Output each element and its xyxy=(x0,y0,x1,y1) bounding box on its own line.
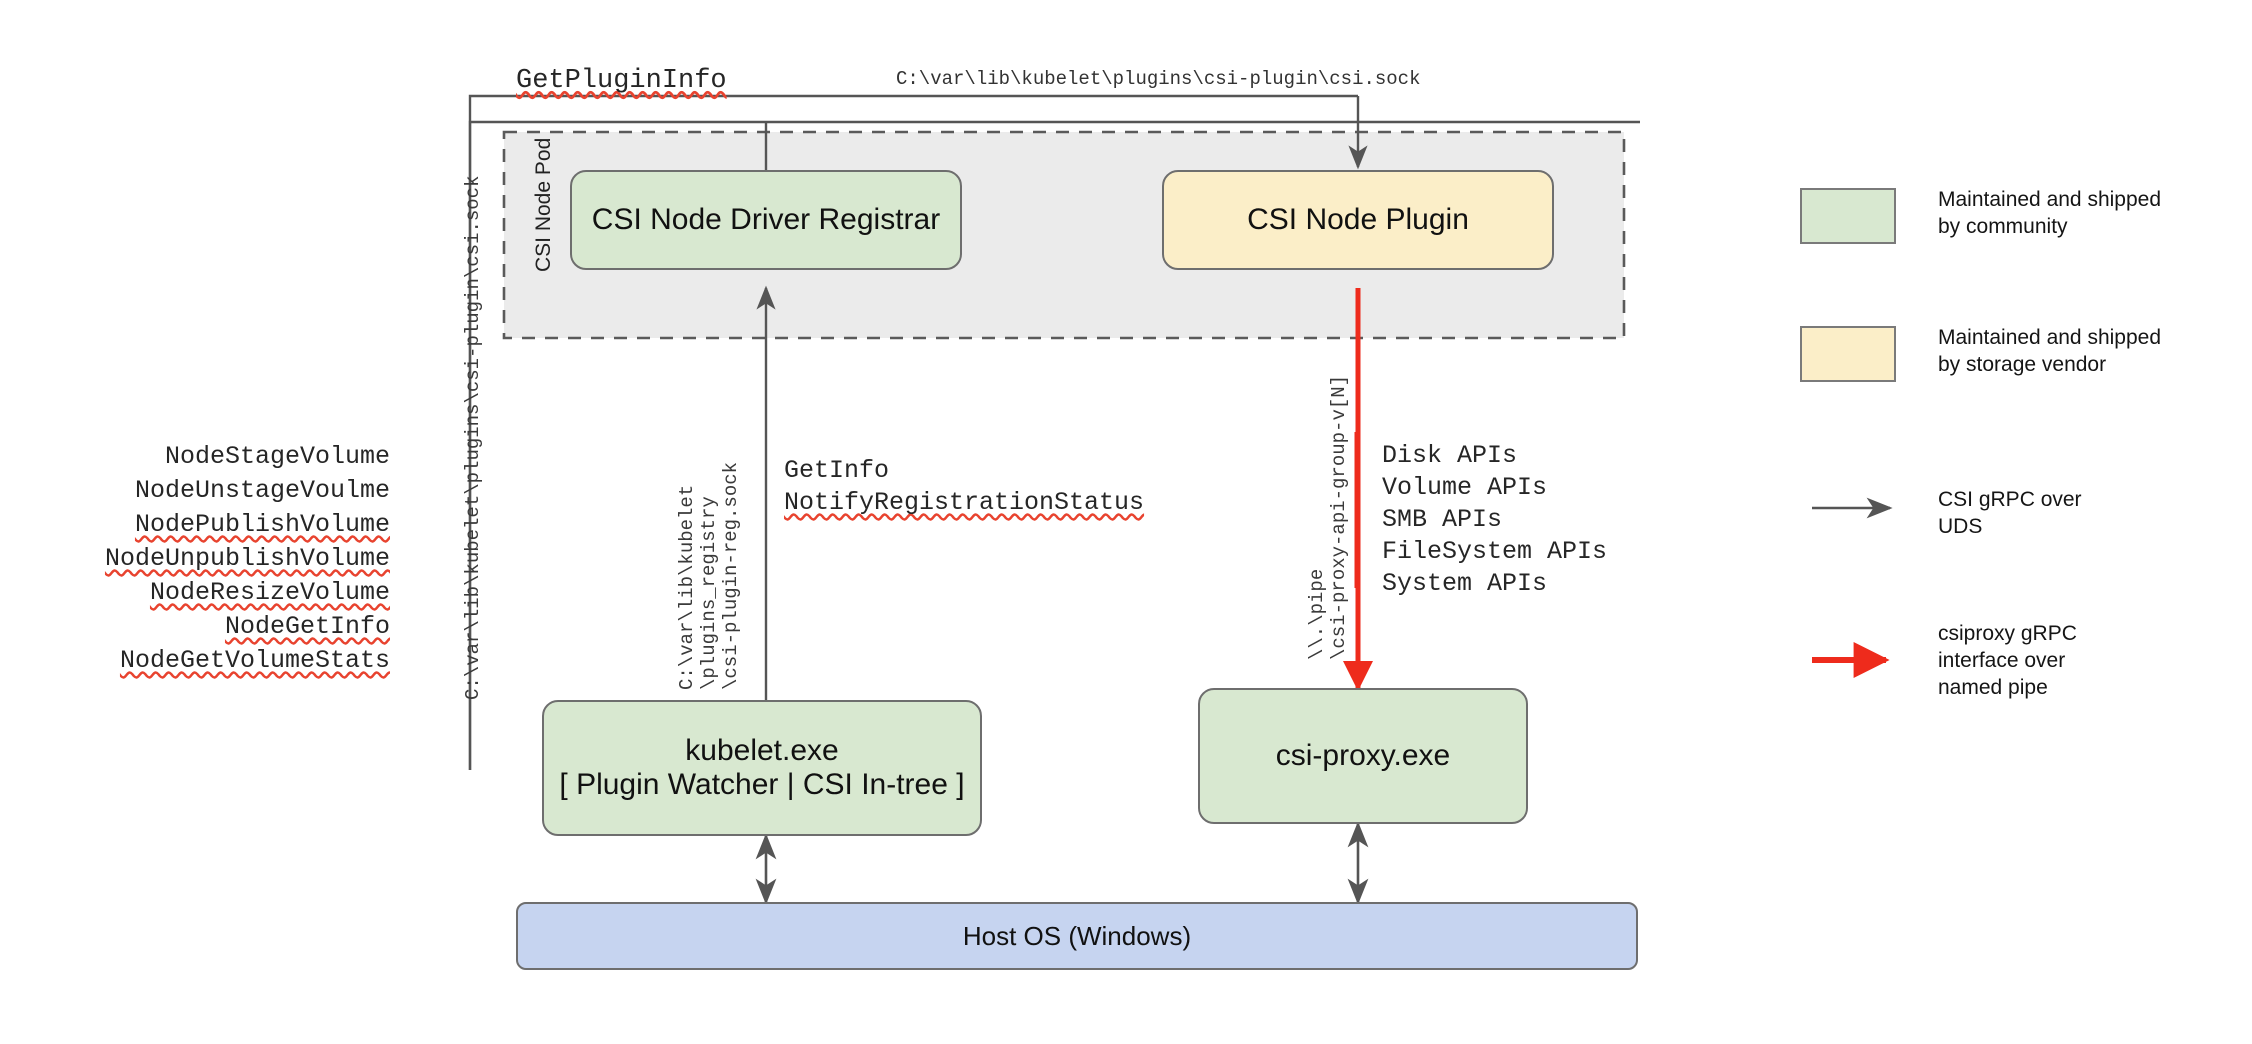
legend-line: CSI gRPC over xyxy=(1938,488,2082,511)
csi-node-service-call: NodeResizeVolume xyxy=(149,578,390,607)
pipe-path-line: \\.\pipe xyxy=(1306,568,1328,660)
legend-line: by community xyxy=(1938,215,2068,238)
node-label: Host OS (Windows) xyxy=(962,920,1192,951)
legend-line: csiproxy gRPC xyxy=(1938,622,2077,645)
legend-line: UDS xyxy=(1938,515,1983,538)
legend-line: Maintained and shipped xyxy=(1938,326,2162,349)
label-getplugininfo: GetPluginInfo xyxy=(516,66,727,96)
csi-node-service-call: NodeGetVolumeStats xyxy=(119,646,390,675)
proxy-api-group: Disk APIs xyxy=(1382,441,1518,470)
node-host-os[interactable]: Host OS (Windows) xyxy=(516,902,1638,970)
proxy-api-group: SMB APIs xyxy=(1382,505,1503,534)
node-kubelet-exe[interactable]: kubelet.exe [ Plugin Watcher | CSI In-tr… xyxy=(542,700,982,836)
legend-swatch-vendor xyxy=(1800,326,1896,382)
edge-getplugininfo xyxy=(468,94,1368,770)
node-label: CSI Node Plugin xyxy=(1247,203,1469,236)
node-csi-node-driver-registrar[interactable]: CSI Node Driver Registrar xyxy=(570,170,962,270)
label-csi-sock-path-top: C:\var\lib\kubelet\plugins\csi-plugin\cs… xyxy=(896,68,1421,90)
csi-node-service-call: NodeUnstageVoulme xyxy=(134,476,390,505)
legend-label-csiproxy-namedpipe: csiproxy gRPC interface over named pipe xyxy=(1938,620,2198,701)
csi-node-service-call: NodeUnpublishVolume xyxy=(104,544,390,573)
proxy-api-group: Volume APIs xyxy=(1382,473,1548,502)
registration-call: NotifyRegistrationStatus xyxy=(784,488,1145,517)
kubelet-title: kubelet.exe xyxy=(685,734,839,767)
legend-label-community: Maintained and shipped by community xyxy=(1938,186,2198,240)
legend-line: named pipe xyxy=(1938,676,2048,699)
registry-path-line: \plugins_registry xyxy=(698,496,720,690)
registry-path-line: C:\var\lib\kubelet xyxy=(676,484,698,690)
legend-label-vendor: Maintained and shipped by storage vendor xyxy=(1938,324,2198,378)
legend-line: by storage vendor xyxy=(1938,353,2107,376)
kubelet-subtitle: [ Plugin Watcher | CSI In-tree ] xyxy=(559,768,965,801)
pipe-path-line: \csi-proxy-api-group-v[N] xyxy=(1328,374,1350,660)
csi-node-service-call: NodeStageVolume xyxy=(164,442,390,471)
legend-label-csi-grpc-uds: CSI gRPC over UDS xyxy=(1938,486,2198,540)
node-csi-proxy-exe[interactable]: csi-proxy.exe xyxy=(1198,688,1528,824)
proxy-api-group: System APIs xyxy=(1382,569,1548,598)
registry-path-line: \csi-plugin-reg.sock xyxy=(720,461,742,690)
csi-node-service-call: NodePublishVolume xyxy=(134,510,390,539)
legend-line: Maintained and shipped xyxy=(1938,188,2162,211)
node-csi-node-plugin[interactable]: CSI Node Plugin xyxy=(1162,170,1554,270)
registration-call: GetInfo xyxy=(784,456,890,485)
csi-node-service-call: NodeGetInfo xyxy=(224,612,390,641)
node-label: CSI Node Driver Registrar xyxy=(591,203,941,236)
legend-line: interface over xyxy=(1938,649,2066,672)
proxy-api-group: FileSystem APIs xyxy=(1382,537,1608,566)
node-label: csi-proxy.exe xyxy=(1275,739,1451,772)
label-csi-sock-path-vertical: C:\var\lib\kubelet\plugins\csi-plugin\cs… xyxy=(462,175,484,701)
label-csi-node-pod: CSI Node Pod xyxy=(532,137,555,272)
legend-swatch-community xyxy=(1800,188,1896,244)
